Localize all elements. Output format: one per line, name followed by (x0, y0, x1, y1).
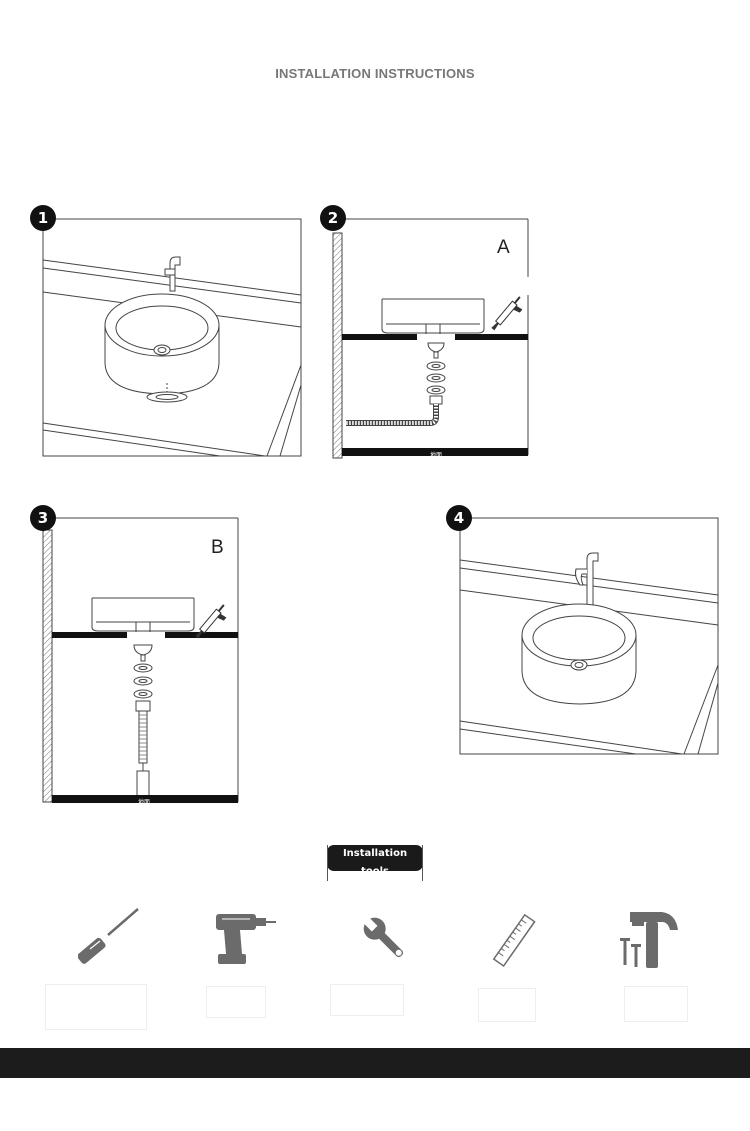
footer-bar (0, 1048, 750, 1078)
step-2-floor-label: 地面 (430, 452, 443, 459)
step-1-illustration (42, 218, 302, 457)
step-3-badge: 3 (30, 505, 56, 531)
installation-tools-text: Installation tools (327, 845, 423, 881)
tool-caption-box-1 (45, 984, 147, 1030)
drill-icon (216, 914, 276, 964)
tool-caption-box-2 (206, 986, 266, 1018)
ruler-icon (492, 913, 536, 968)
step-1: 1 (30, 205, 302, 457)
step-3-variant-label: B (211, 537, 224, 558)
tool-caption-box-5 (624, 986, 688, 1022)
tool-caption-box-4 (478, 988, 536, 1022)
step-2-variant-label: A (497, 237, 510, 258)
step-3: 3 (30, 505, 242, 807)
step-2-illustration (332, 218, 529, 459)
step-4-badge: 4 (446, 505, 472, 531)
installation-tools-label: Installation tools (327, 845, 423, 881)
step-1-badge: 1 (30, 205, 56, 231)
screwdriver-icon (78, 908, 139, 964)
step-3-illustration (42, 517, 239, 803)
step-2-badge: 2 (320, 205, 346, 231)
hammer-nails-icon (620, 912, 678, 968)
step-4-illustration (459, 517, 719, 755)
step-2: 2 (318, 205, 530, 460)
wrench-icon (363, 917, 404, 958)
step-3-floor-label: 地面 (138, 799, 151, 806)
step-4: 4 (446, 505, 720, 757)
page-title: INSTALLATION INSTRUCTIONS (275, 66, 475, 81)
tool-caption-box-3 (330, 984, 404, 1016)
